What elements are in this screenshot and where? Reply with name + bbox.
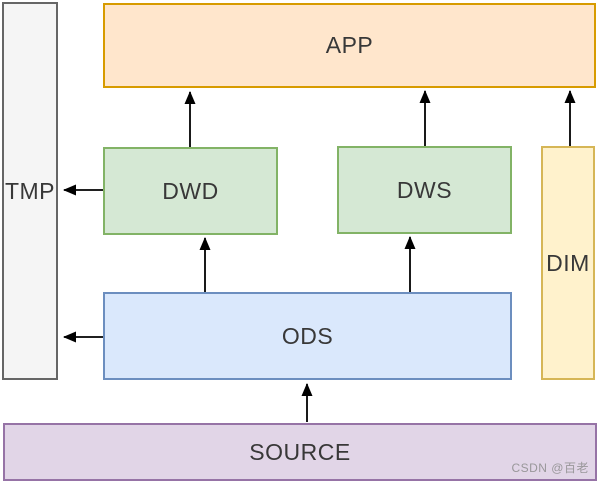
node-dwd-label: DWD	[162, 177, 219, 204]
node-app-label: APP	[325, 32, 374, 58]
node-ods: ODS	[103, 292, 512, 380]
node-ods-label: ODS	[281, 322, 334, 349]
node-tmp: TMP	[2, 2, 58, 380]
watermark: CSDN @百老	[511, 461, 589, 475]
node-dws: DWS	[337, 146, 512, 234]
node-dwd: DWD	[103, 147, 278, 235]
node-app: APP	[103, 3, 596, 88]
node-dim: DIM	[541, 146, 595, 380]
node-source-label: SOURCE	[249, 438, 351, 465]
node-source: SOURCE	[3, 423, 597, 481]
node-dws-label: DWS	[396, 176, 453, 203]
node-tmp-label: TMP	[4, 177, 56, 204]
node-dim-label: DIM	[546, 249, 590, 276]
